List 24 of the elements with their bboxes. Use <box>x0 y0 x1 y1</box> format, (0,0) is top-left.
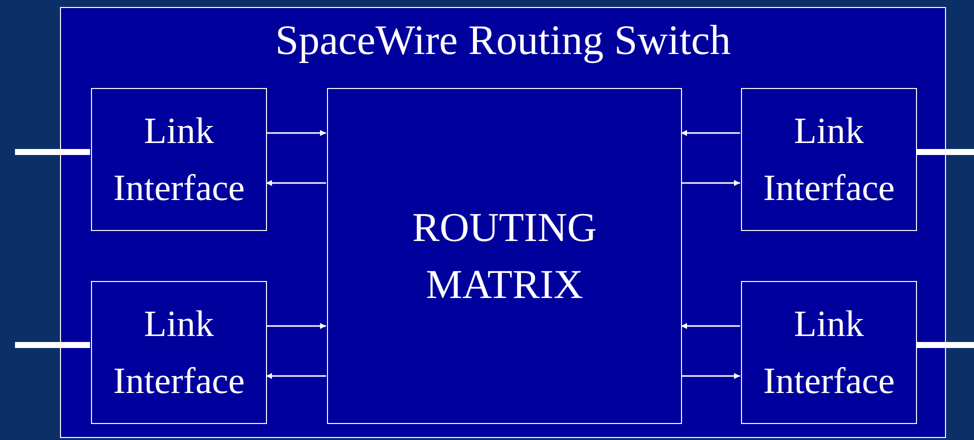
box-label: Link Interface <box>112 110 246 210</box>
arrow <box>266 180 326 186</box>
link-line <box>15 342 90 348</box>
link-line <box>916 149 974 155</box>
arrow <box>266 130 326 136</box>
arrow <box>266 373 326 379</box>
matrix-box <box>327 88 682 424</box>
interface-box <box>91 88 267 231</box>
box-label: Link Interface <box>762 110 896 210</box>
interface-box <box>741 281 917 424</box>
switch-box <box>60 7 946 438</box>
arrow <box>681 323 740 329</box>
link-line <box>916 342 974 348</box>
interface-box <box>741 88 917 231</box>
interface-box <box>91 281 267 424</box>
arrow <box>266 323 326 329</box>
arrow <box>681 373 740 379</box>
arrow <box>681 130 740 136</box>
box-label: Link Interface <box>762 302 896 404</box>
arrow <box>681 180 740 186</box>
box-label: ROUTING MATRIX <box>411 203 598 309</box>
link-line <box>15 149 90 155</box>
title: SpaceWire Routing Switch <box>274 17 732 66</box>
box-label: Link Interface <box>112 302 246 404</box>
